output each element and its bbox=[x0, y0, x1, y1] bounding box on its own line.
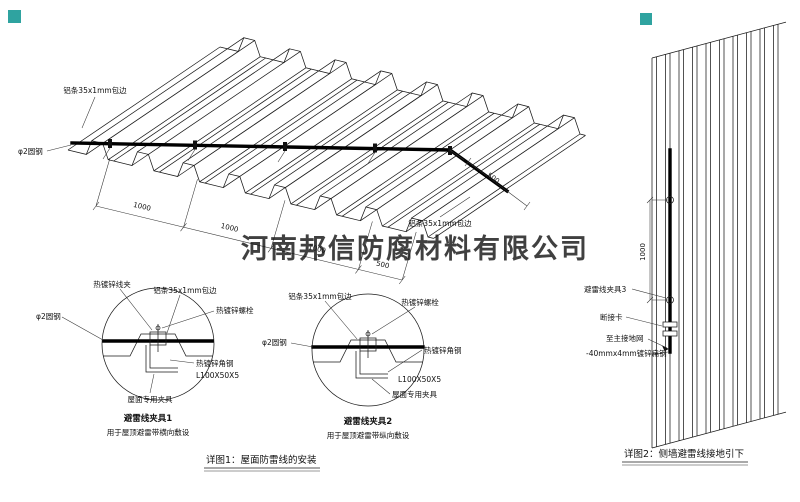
wall-label-clamp3: 避雷线夹具3 bbox=[584, 284, 626, 294]
label-round-steel: φ2圆钢 bbox=[18, 146, 43, 156]
caption-detail2: 详图2：侧墙避雷线接地引下 bbox=[624, 448, 744, 460]
corrugated-roof-panel bbox=[67, 37, 586, 239]
detail2-circle bbox=[311, 293, 425, 407]
detail1-title: 避雷线夹具1 bbox=[124, 413, 173, 424]
wall-label-disconnect: 断接卡 bbox=[600, 312, 623, 322]
detail1-subtitle: 用于屋顶避雷带横向敷设 bbox=[107, 427, 190, 437]
roof-isometric-view: 铝条35x1mm包边 φ2圆钢 铝条35x1mm包边 1000 1000 100… bbox=[18, 37, 586, 285]
wire-clamp bbox=[283, 142, 287, 151]
wire-clamp bbox=[448, 146, 452, 155]
wall-leader-lines bbox=[625, 288, 669, 355]
detail1-label-bolt: 热镀锌螺栓 bbox=[216, 305, 254, 315]
wall-label-flat-steel: -40mmx4mm镀锌扁钢 bbox=[586, 348, 667, 358]
marker-square-right bbox=[640, 13, 652, 25]
detail2-label-bolt: 热镀锌螺栓 bbox=[401, 297, 439, 307]
detail2-label-round-steel: φ2圆钢 bbox=[262, 337, 287, 347]
captions: 详图1：屋面防雷线的安装 详图2：侧墙避雷线接地引下 bbox=[204, 448, 748, 472]
disconnect-card bbox=[662, 321, 678, 337]
wire-clamps bbox=[102, 139, 452, 164]
detail-circle-2: 铝条35x1mm包边 热镀锌螺栓 φ2圆钢 热镀锌角钢 L100X50X5 屋面… bbox=[262, 291, 462, 440]
wire-clamp bbox=[108, 139, 112, 148]
dimension-chain bbox=[92, 157, 417, 285]
wire-clamp bbox=[193, 140, 197, 150]
wall-elevation-view: 1000 避雷线夹具3 断接卡 至主接地网 -40mmx4mm镀锌扁钢 bbox=[584, 21, 787, 449]
detail1-label-alu-strip: 铝条35x1mm包边 bbox=[153, 285, 217, 295]
dim-1000-a: 1000 bbox=[132, 201, 151, 213]
wire-clamp bbox=[373, 143, 377, 153]
detail1-leader-lines bbox=[61, 288, 215, 394]
detail2-title: 避雷线夹具2 bbox=[344, 416, 393, 427]
detail1-label-angle-steel: 热镀锌角钢 bbox=[196, 358, 234, 368]
wall-dim-1000-label: 1000 bbox=[639, 243, 647, 261]
detail1-label-roof-fixture: 屋面专用夹具 bbox=[128, 394, 173, 404]
main-leader-lines bbox=[46, 96, 471, 218]
wall-label-to-ground: 至主接地网 bbox=[606, 333, 644, 343]
clamp-stems bbox=[102, 147, 376, 164]
label-alu-strip-right: 铝条35x1mm包边 bbox=[408, 218, 472, 228]
dim-1000-b: 1000 bbox=[220, 222, 239, 234]
detail2-label-alu-strip: 铝条35x1mm包边 bbox=[288, 291, 352, 301]
caption-detail1: 详图1：屋面防雷线的安装 bbox=[206, 454, 317, 466]
detail1-label-round-steel: φ2圆钢 bbox=[36, 311, 61, 321]
detail2-subtitle: 用于屋顶避雷带纵向敷设 bbox=[327, 430, 410, 440]
detail-circle-1: 热镀锌线夹 铝条35x1mm包边 热镀锌螺栓 φ2圆钢 热镀锌角钢 L100X5… bbox=[36, 279, 254, 437]
detail1-clamp-assembly bbox=[145, 324, 178, 373]
detail2-label-angle-steel: 热镀锌角钢 bbox=[424, 345, 462, 355]
detail1-label-wire-clamp: 热镀锌线夹 bbox=[93, 279, 131, 289]
company-watermark: 河南邦信防腐材料有限公司 bbox=[241, 234, 589, 265]
corrugated-wall-panel bbox=[651, 21, 787, 449]
dim-500: 500 bbox=[375, 259, 390, 270]
detail1-label-angle-size: L100X50X5 bbox=[196, 371, 239, 380]
dimension-500-slope-lines bbox=[449, 149, 531, 211]
dim-1000-c: 1000 bbox=[307, 243, 326, 255]
detail1-circle bbox=[101, 287, 215, 401]
label-alu-strip-top: 铝条35x1mm包边 bbox=[63, 85, 127, 95]
detail2-leader-lines bbox=[290, 300, 423, 395]
detail2-label-angle-size: L100X50X5 bbox=[398, 375, 441, 384]
to-ground-arrowhead bbox=[662, 345, 669, 351]
detail2-clamp-assembly bbox=[355, 330, 388, 379]
lightning-wire bbox=[70, 141, 510, 194]
wall-dimension-1000 bbox=[646, 196, 668, 304]
marker-square-left bbox=[8, 10, 21, 23]
detail2-label-roof-fixture: 屋面专用夹具 bbox=[392, 389, 437, 399]
